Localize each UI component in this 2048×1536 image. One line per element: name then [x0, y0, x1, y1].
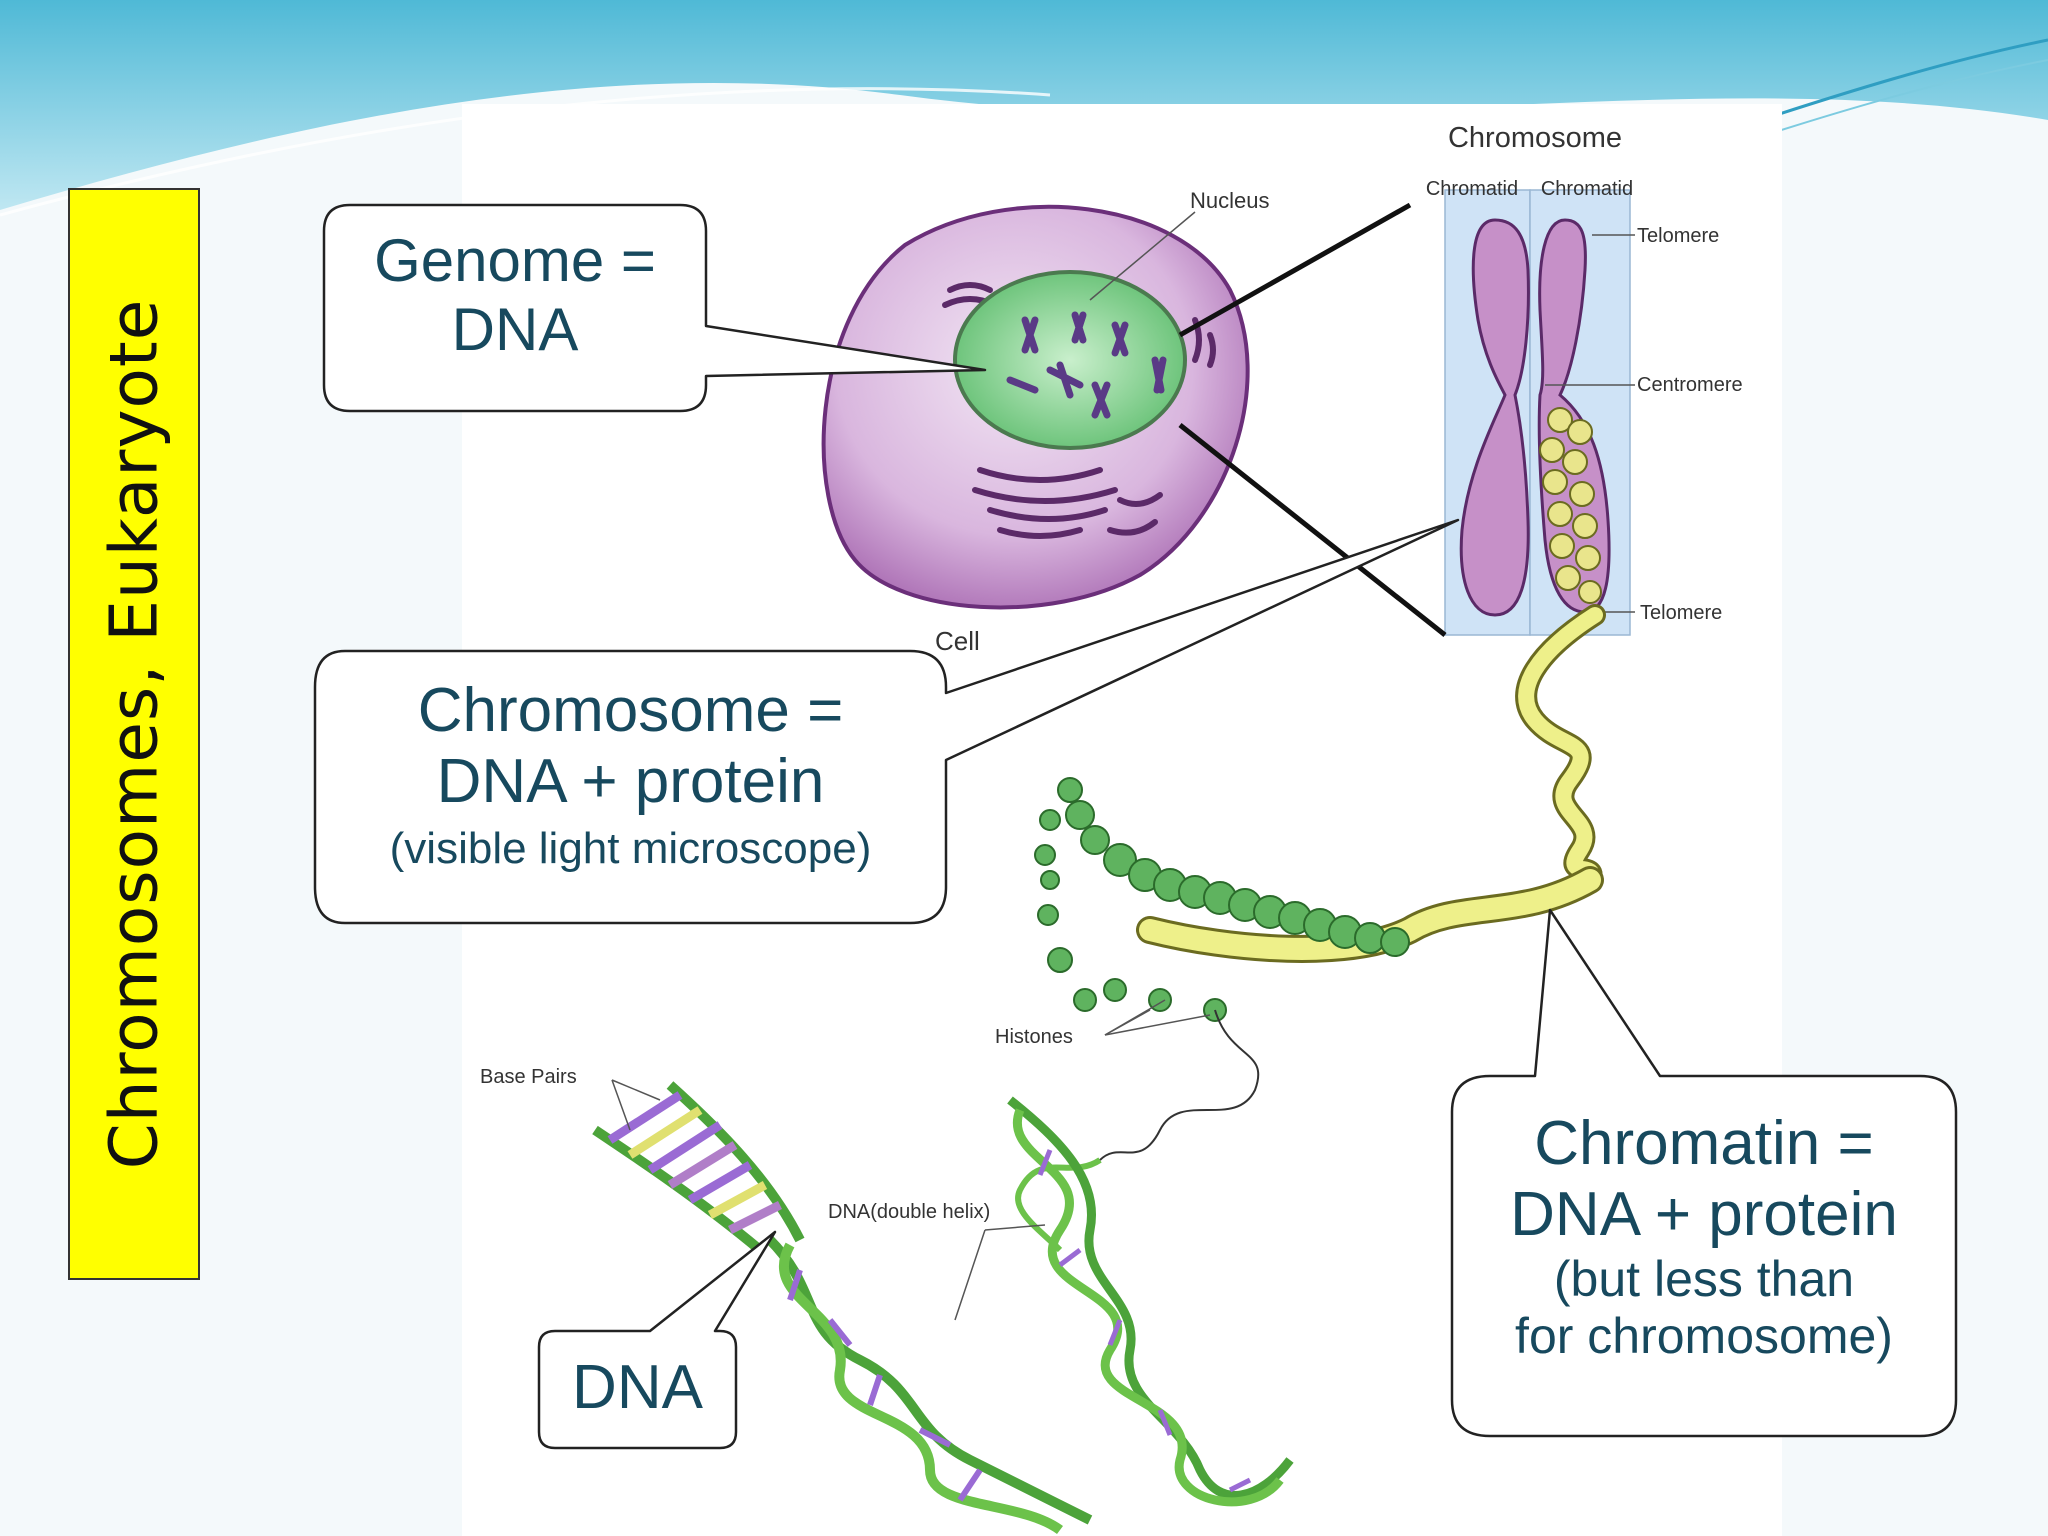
label-base-pairs: Base Pairs: [480, 1066, 577, 1088]
dna-callout-line1: DNA: [572, 1353, 703, 1422]
chromosome-callout-text: Chromosome = DNA + protein (visible ligh…: [315, 675, 946, 874]
chromatin-callout-line1: Chromatin =: [1534, 1109, 1874, 1178]
slide-title-banner: Chromosomes, Eukaryote: [68, 188, 200, 1280]
chromosome-callout-line3: (visible light microscope): [389, 823, 872, 873]
callout-outlines: [313, 203, 1958, 1450]
label-cell: Cell: [935, 626, 980, 656]
dna-helix-illustration: [592, 1079, 1294, 1535]
chromosome-callout-bubble: [313, 518, 1460, 925]
chromosome-callout-line2: DNA + protein: [436, 747, 825, 817]
genome-callout-line2: DNA: [451, 296, 579, 363]
label-telomere-top: Telomere: [1637, 225, 1719, 247]
cell-illustration: [821, 204, 1250, 610]
label-nucleus: Nucleus: [1190, 188, 1269, 213]
dna-callout-bubble: [537, 1230, 777, 1450]
genome-callout-line1: Genome =: [374, 227, 656, 294]
chromosome-callout-line1: Chromosome =: [417, 676, 844, 745]
chromatin-callout-line2: DNA + protein: [1510, 1180, 1898, 1250]
chromatin-callout-bubble: [1450, 908, 1958, 1438]
nucleus-shape: [953, 270, 1187, 450]
chromatin-callout-line4: for chromosome): [1515, 1308, 1893, 1365]
slide-title: Chromosomes, Eukaryote: [95, 298, 173, 1170]
label-chromatid-left: Chromatid: [1426, 178, 1518, 200]
label-histones: Histones: [995, 1026, 1073, 1048]
genome-callout-bubble: [322, 203, 987, 413]
label-dna-double-helix: DNA(double helix): [828, 1201, 990, 1223]
chromosome-illustration: [1178, 189, 1635, 637]
label-chromatid-right: Chromatid: [1541, 178, 1633, 200]
chromatin-callout-text: Chromatin = DNA + protein (but less than…: [1452, 1108, 1956, 1366]
genome-callout-text: Genome = DNA: [324, 226, 706, 364]
dna-callout-text: DNA: [539, 1352, 736, 1423]
label-chromosome: Chromosome: [1448, 122, 1622, 154]
diagram-labels: Chromosome Chromatid Chromatid Telomere …: [480, 122, 1743, 1223]
label-centromere: Centromere: [1637, 374, 1743, 396]
chromatin-callout-line3: (but less than: [1553, 1250, 1855, 1307]
label-telomere-bottom: Telomere: [1640, 602, 1722, 624]
chromatin-fiber-illustration: [1015, 604, 1606, 1253]
